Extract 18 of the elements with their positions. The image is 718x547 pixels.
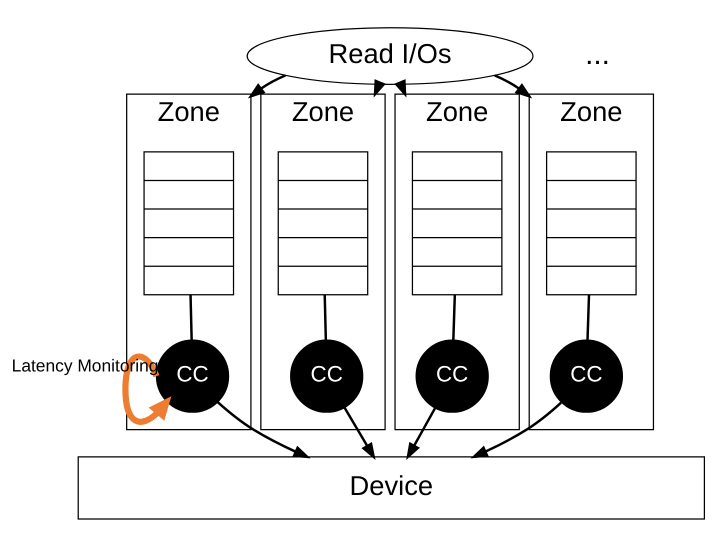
arrow bbox=[122, 354, 172, 425]
arrow bbox=[216, 401, 311, 458]
arrow bbox=[470, 402, 562, 458]
label: ... bbox=[585, 38, 610, 71]
arrow bbox=[344, 407, 376, 460]
arrow bbox=[494, 74, 532, 98]
arrow bbox=[374, 79, 386, 98]
connector bbox=[452, 294, 456, 340]
node-circle: CC bbox=[550, 340, 624, 413]
arrow bbox=[394, 79, 406, 98]
arrow bbox=[406, 408, 436, 460]
node-box: Device bbox=[78, 456, 706, 520]
connector bbox=[189, 294, 193, 340]
connector bbox=[586, 294, 590, 340]
arrow bbox=[248, 74, 286, 98]
connector bbox=[323, 294, 328, 340]
node-circle: CC bbox=[416, 340, 489, 413]
node-circle: CC bbox=[290, 340, 364, 413]
